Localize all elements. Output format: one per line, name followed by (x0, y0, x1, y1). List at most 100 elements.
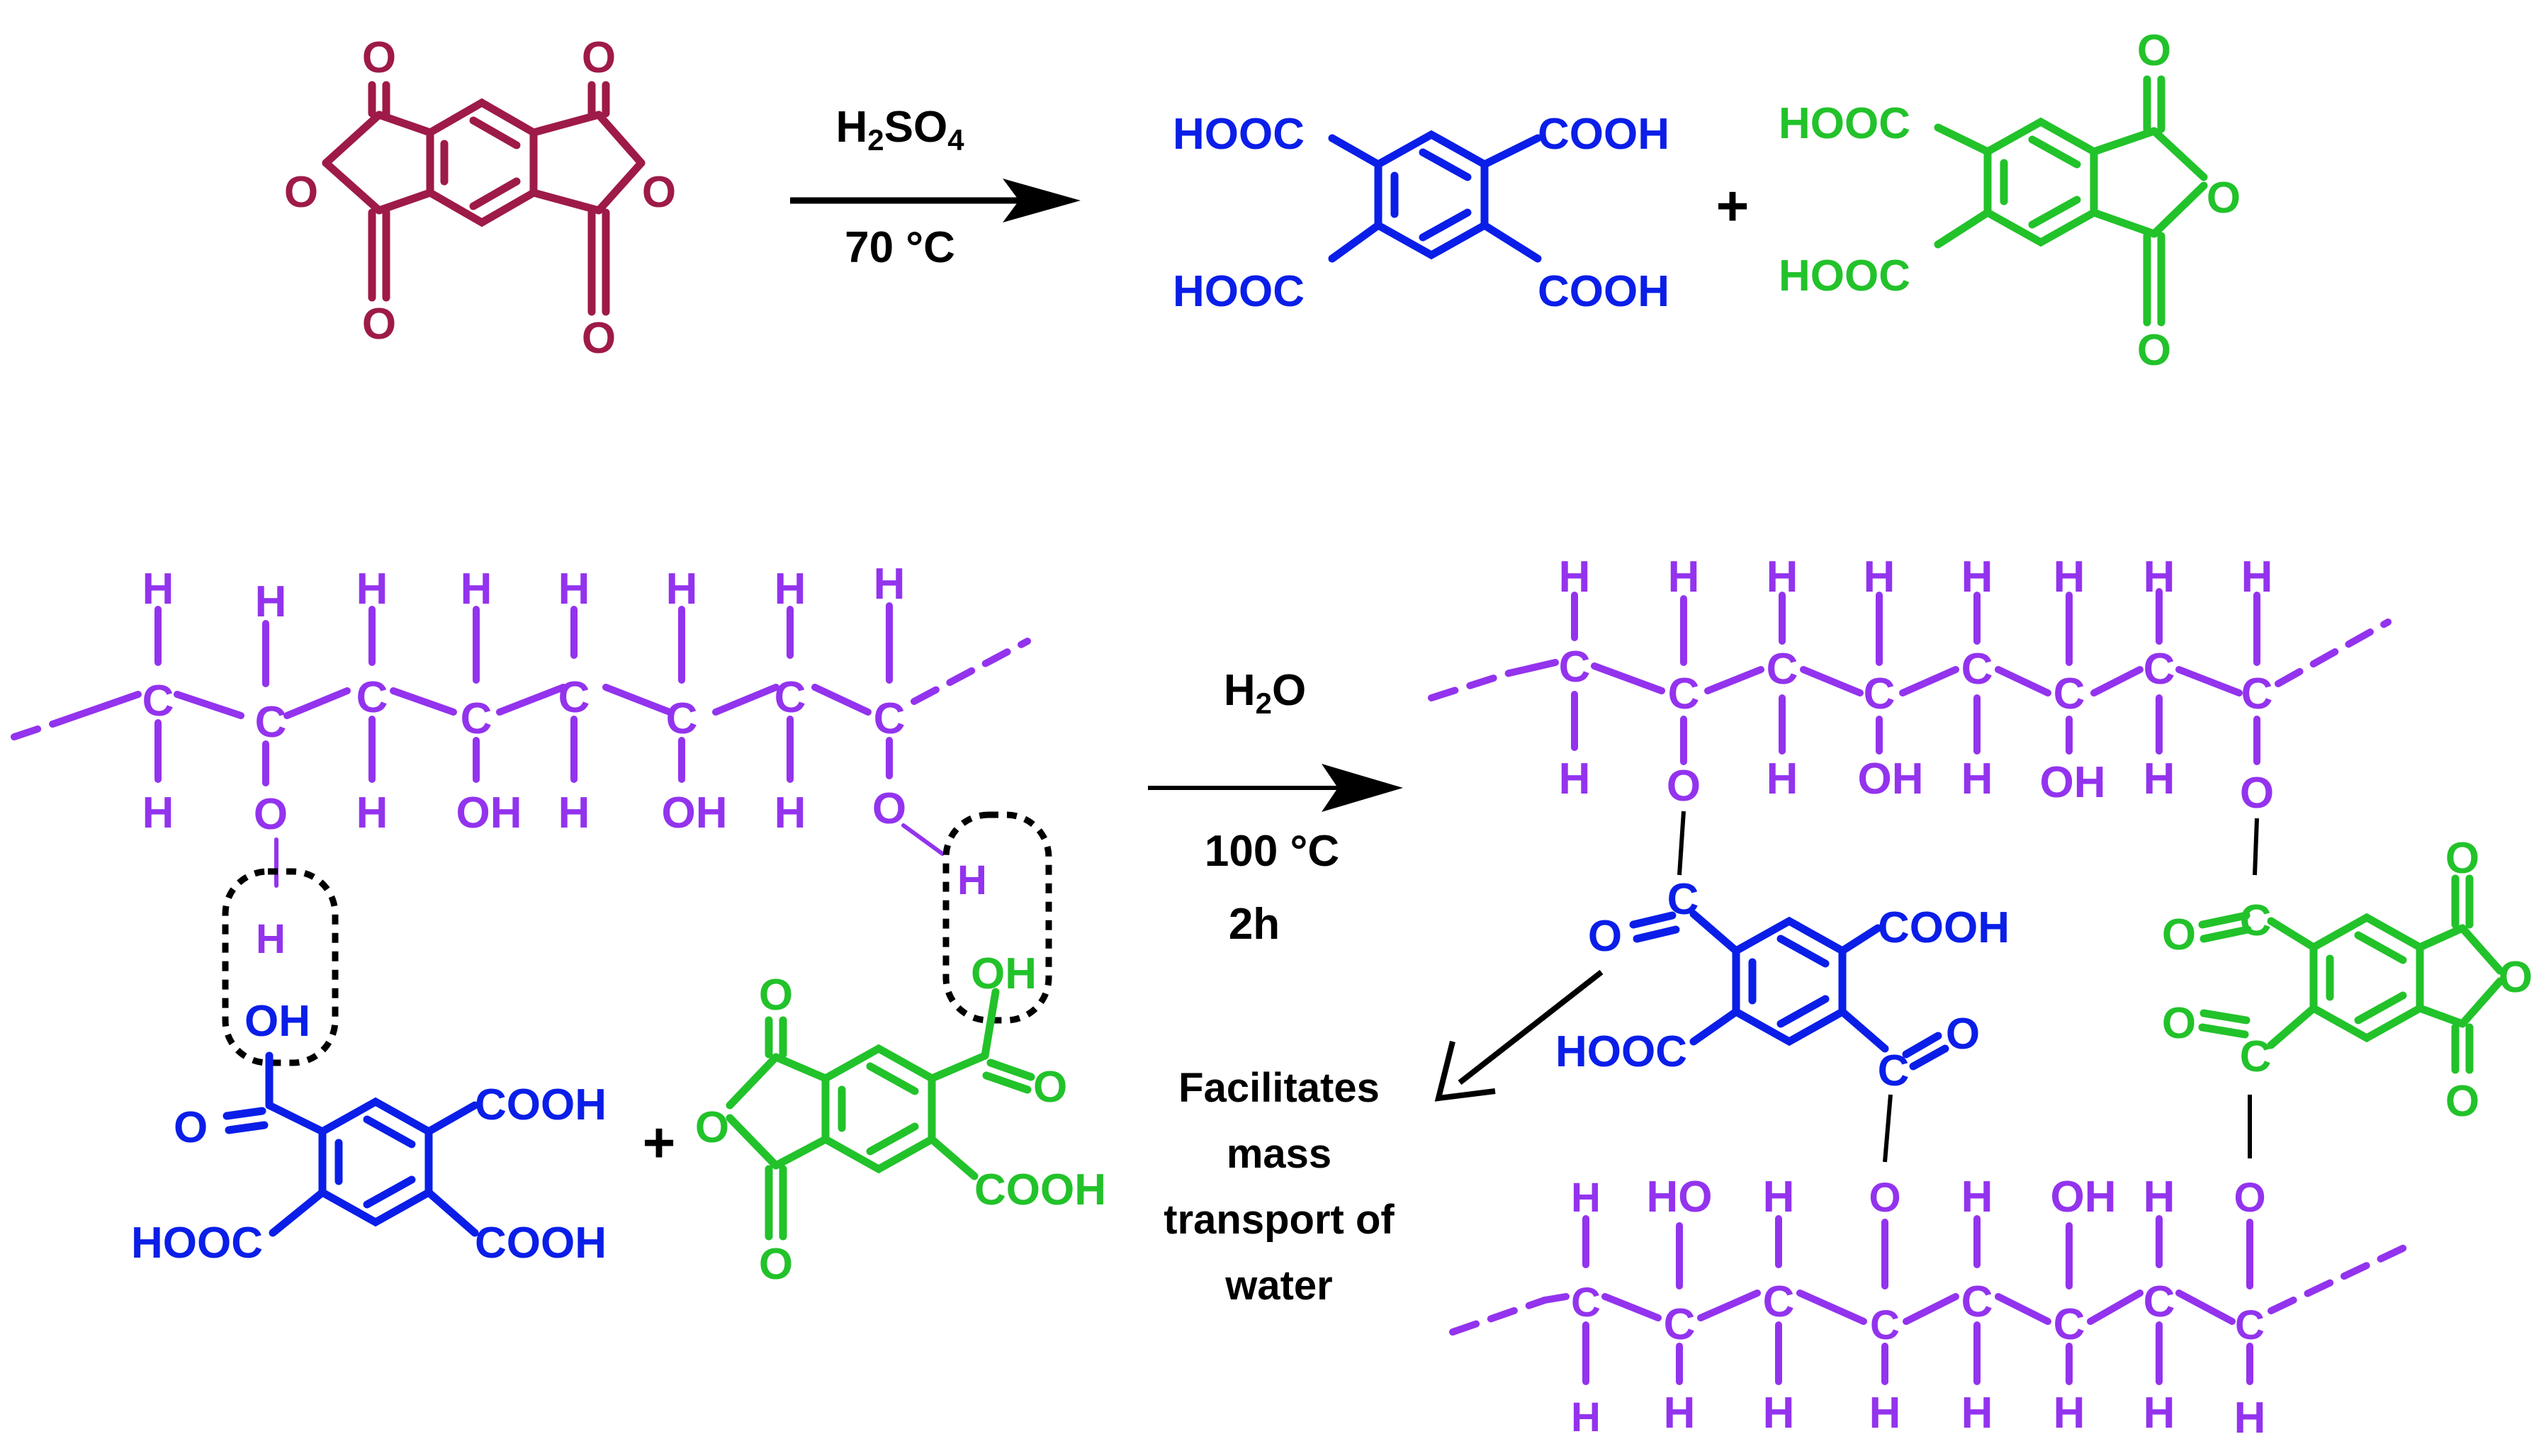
annotation-arrow-head (1434, 1041, 1496, 1102)
anhydride-carbonyl-o-1: O (362, 33, 396, 82)
pva-t-c-1: C (1559, 643, 1591, 692)
condition-100c: 100 °C (1205, 827, 1339, 876)
crosslinker-c-1: C (1667, 875, 1699, 924)
pva-b-c-2: C (1664, 1300, 1696, 1349)
pva-b-h-8b: H (2234, 1394, 2266, 1443)
pva-t-h-3t: H (1767, 553, 1798, 602)
pva-l-h-4t: H (461, 565, 492, 614)
pva-l-c-4: C (461, 694, 492, 743)
pva-t-c-2: C (1668, 670, 1700, 718)
pva-b-c-3: C (1763, 1277, 1795, 1326)
pva-l-c-5: C (558, 673, 590, 722)
pma-hooc-bottom: HOOC (1173, 267, 1305, 316)
php-carbonyl-o-bottom: O (2137, 326, 2171, 375)
phpb-cooh: COOH (974, 1166, 1106, 1214)
phpb-carbonyl-o-right: O (1033, 1063, 1067, 1112)
pva-b-c-4: C (1870, 1302, 1900, 1348)
pva-l-c-2: C (255, 698, 287, 747)
crosslinker-cooh: COOH (1878, 903, 2010, 952)
pva-b-ho-1: HO (1647, 1173, 1713, 1221)
pva-b-h-2b: H (1664, 1389, 1696, 1438)
pva-b-c-8: C (2235, 1302, 2265, 1348)
pva-t-c-3: C (1767, 645, 1798, 694)
pva-l-h-5b: H (558, 789, 590, 837)
partial-crosslinker-c-2: C (2240, 1032, 2272, 1081)
annotation-line-3: transport of (1164, 1197, 1395, 1243)
pva-t-h-8t: H (2241, 553, 2273, 602)
phpb-carbonyl-o-top: O (759, 971, 793, 1020)
pva-b-h-5t: H (1961, 1173, 1993, 1221)
pva-l-o-1: O (254, 790, 288, 839)
annotation-line-2: mass (1227, 1131, 1331, 1177)
pva-l-c-8: C (874, 694, 906, 743)
anhydride-ring-o-1: O (284, 168, 318, 217)
pva-t-o-1: O (1667, 762, 1701, 811)
pva-b-h-3t: H (1763, 1173, 1795, 1221)
partial-crosslinker (2198, 874, 2504, 1074)
hbond-highlight-1 (222, 868, 339, 1066)
crosslinker-hooc: HOOC (1555, 1027, 1687, 1076)
pva-l-h-6t: H (666, 565, 698, 614)
reaction-arrow-1-head (1003, 179, 1081, 222)
pva-t-h-2t: H (1668, 553, 1700, 602)
pva-l-hbond-h-1: H (256, 916, 286, 962)
pva-l-h-8t: H (874, 560, 906, 609)
condition-2h: 2h (1229, 900, 1280, 949)
pva-b-h-3b: H (1763, 1389, 1795, 1438)
pva-b-c-7: C (2144, 1277, 2175, 1326)
pva-t-c-6: C (2054, 670, 2085, 718)
partial-crosslinker-c-1: C (2240, 896, 2272, 945)
phpb-oh: OH (971, 949, 1037, 998)
partial-crosslinker-o-bottom: O (2445, 1077, 2479, 1126)
pva-t-c-7: C (2144, 645, 2175, 694)
pva-b-h-5b: H (1961, 1389, 1993, 1438)
pva-l-h-7b: H (774, 789, 806, 837)
anhydride-carbonyl-o-2: O (582, 33, 616, 82)
annotation-arrow (1458, 969, 1604, 1085)
pva-b-o-2: O (2234, 1175, 2265, 1221)
pva-t-h-7t: H (2144, 553, 2175, 602)
plus-sign-1: + (1716, 174, 1750, 237)
pmab-hooc: HOOC (131, 1219, 263, 1268)
pva-l-h-1t: H (142, 565, 174, 614)
php-hooc-bottom: HOOC (1779, 252, 1910, 300)
condition-70c: 70 °C (845, 223, 955, 272)
pmab-carbonyl-o: O (174, 1103, 208, 1152)
pva-l-o-2: O (872, 784, 906, 833)
pva-t-h-5b: H (1961, 755, 1993, 803)
pma-cooh-top: COOH (1538, 110, 1669, 159)
pva-t-h-3b: H (1767, 755, 1798, 803)
partial-hydrolysis-product-top (1934, 75, 2208, 327)
pva-t-oh-2: OH (2040, 758, 2106, 807)
pva-l-c-1: C (142, 677, 174, 726)
pva-b-c-6: C (2054, 1300, 2085, 1349)
partial-hydrolysis-product-bottom (726, 988, 1035, 1241)
pva-l-h-5t: H (558, 565, 590, 614)
pva-l-hbond-h-2: H (957, 857, 987, 903)
partial-crosslinker-o-2: O (2162, 999, 2196, 1048)
pva-t-h-4t: H (1864, 553, 1896, 602)
reaction-arrow-2-head (1322, 764, 1403, 812)
php-ring-o: O (2207, 174, 2241, 222)
php-carbonyl-o-top: O (2137, 26, 2171, 75)
anhydride-carbonyl-o-3: O (362, 300, 396, 349)
anhydride-carbonyl-o-4: O (582, 314, 616, 363)
pva-t-c-8: C (2241, 670, 2273, 718)
pva-l-h-2t: H (255, 577, 287, 626)
pma-cooh-bottom: COOH (1538, 267, 1669, 316)
crosslinker-carbonyl-o-2: O (1946, 1010, 1980, 1059)
pva-l-c-7: C (774, 673, 806, 722)
pva-b-c-1: C (1571, 1280, 1601, 1326)
pva-t-h-6t: H (2054, 553, 2085, 602)
pva-l-h-3t: H (356, 565, 388, 614)
partial-crosslinker-o-top: O (2445, 834, 2479, 883)
pmab-cooh-top: COOH (475, 1080, 607, 1129)
pva-t-h-1t: H (1559, 553, 1591, 602)
reagent-h2so4: H2SO4 (835, 103, 964, 157)
pva-l-h-1b: H (142, 789, 174, 837)
pva-l-h-3b: H (356, 789, 388, 837)
pva-t-h-5t: H (1961, 553, 1993, 602)
pva-chain-top-right (1428, 588, 2392, 765)
pva-b-o-1: O (1869, 1175, 1900, 1221)
